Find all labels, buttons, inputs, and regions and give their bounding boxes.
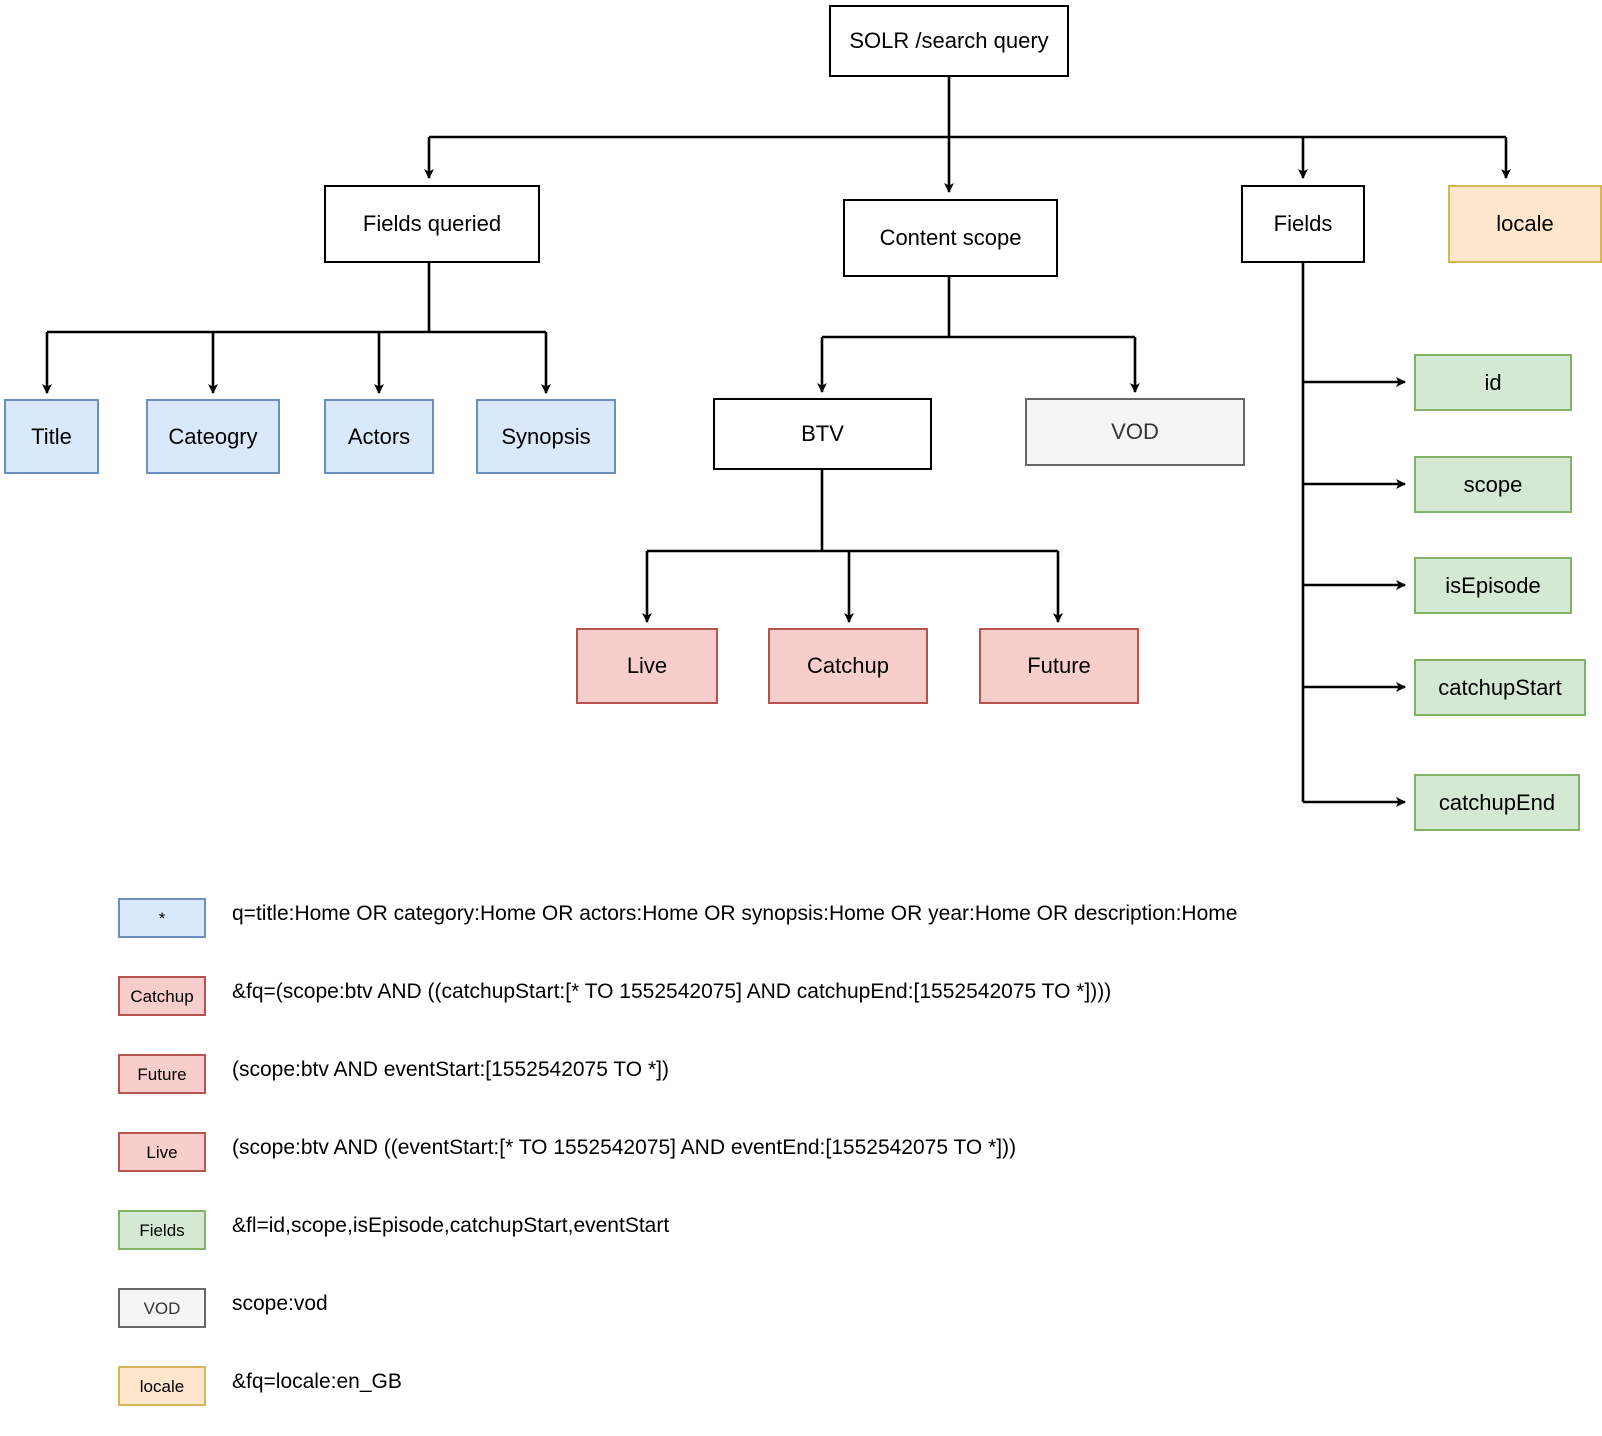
node-fields-queried[interactable]: Fields queried [324,185,540,263]
legend-swatch-live: Live [118,1132,206,1172]
node-title[interactable]: Title [4,399,99,474]
node-field-id[interactable]: id [1414,354,1572,411]
node-label: catchupEnd [1438,789,1556,815]
node-vod[interactable]: VOD [1025,398,1245,466]
node-label: Synopsis [501,423,591,449]
legend-swatch-label: locale [139,1376,185,1396]
legend-swatch-label: Catchup [130,986,194,1006]
node-label: locale [1496,211,1554,237]
legend-description: (scope:btv AND eventStart:[1552542075 TO… [232,1058,669,1081]
legend-row: * q=title:Home OR category:Home OR actor… [0,880,1602,958]
node-field-isepisode[interactable]: isEpisode [1414,557,1572,614]
node-label: Content scope [879,225,1022,251]
node-btv[interactable]: BTV [713,398,932,470]
node-label: Cateogry [168,423,258,449]
node-label: SOLR /search query [849,28,1049,54]
legend-description: (scope:btv AND ((eventStart:[* TO 155254… [232,1136,1017,1159]
node-synopsis[interactable]: Synopsis [476,399,616,474]
node-field-catchupstart[interactable]: catchupStart [1414,659,1586,716]
node-label: VOD [1111,419,1159,445]
node-catchup[interactable]: Catchup [768,628,928,704]
legend-row: locale &fq=locale:en_GB [0,1348,1602,1426]
legend-row: Catchup &fq=(scope:btv AND ((catchupStar… [0,958,1602,1036]
node-fields[interactable]: Fields [1241,185,1365,263]
legend-description: &fq=locale:en_GB [232,1370,402,1393]
legend-swatch-label: Future [137,1064,187,1084]
legend-swatch-label: VOD [143,1298,181,1318]
node-content-scope[interactable]: Content scope [843,199,1058,277]
legend-description: &fl=id,scope,isEpisode,catchupStart,even… [232,1214,670,1237]
legend-swatch-label: Live [146,1142,178,1162]
legend-swatch-locale: locale [118,1366,206,1406]
node-field-scope[interactable]: scope [1414,456,1572,513]
legend-row: Fields &fl=id,scope,isEpisode,catchupSta… [0,1192,1602,1270]
node-solr-search-query[interactable]: SOLR /search query [829,5,1069,77]
legend-swatch-catchup: Catchup [118,976,206,1016]
node-future[interactable]: Future [979,628,1139,704]
legend-swatch-vod: VOD [118,1288,206,1328]
legend-row: Live (scope:btv AND ((eventStart:[* TO 1… [0,1114,1602,1192]
node-cateogry[interactable]: Cateogry [146,399,280,474]
node-label: catchupStart [1438,674,1562,700]
legend-row: Future (scope:btv AND eventStart:[155254… [0,1036,1602,1114]
legend-description: q=title:Home OR category:Home OR actors:… [232,902,1238,925]
node-live[interactable]: Live [576,628,718,704]
legend-swatch-label: * [158,908,166,928]
node-label: Fields [1273,211,1333,237]
legend-row: VOD scope:vod [0,1270,1602,1348]
node-label: id [1484,369,1502,395]
node-label: Future [1027,653,1091,679]
legend-description: &fq=(scope:btv AND ((catchupStart:[* TO … [232,980,1112,1003]
node-locale[interactable]: locale [1448,185,1602,263]
legend-swatch-fields: Fields [118,1210,206,1250]
node-label: Fields queried [362,211,502,237]
node-label: Actors [347,423,411,449]
node-label: Catchup [807,653,889,679]
node-actors[interactable]: Actors [324,399,434,474]
legend-swatch-label: Fields [139,1220,185,1240]
legend-swatch-any: * [118,898,206,938]
legend-description: scope:vod [232,1292,328,1315]
node-label: scope [1463,471,1523,497]
node-field-catchupend[interactable]: catchupEnd [1414,774,1580,831]
node-label: isEpisode [1445,572,1541,598]
node-label: BTV [801,421,844,447]
legend: * q=title:Home OR category:Home OR actor… [0,880,1602,1426]
legend-swatch-future: Future [118,1054,206,1094]
node-label: Title [31,423,72,449]
node-label: Live [626,653,668,679]
